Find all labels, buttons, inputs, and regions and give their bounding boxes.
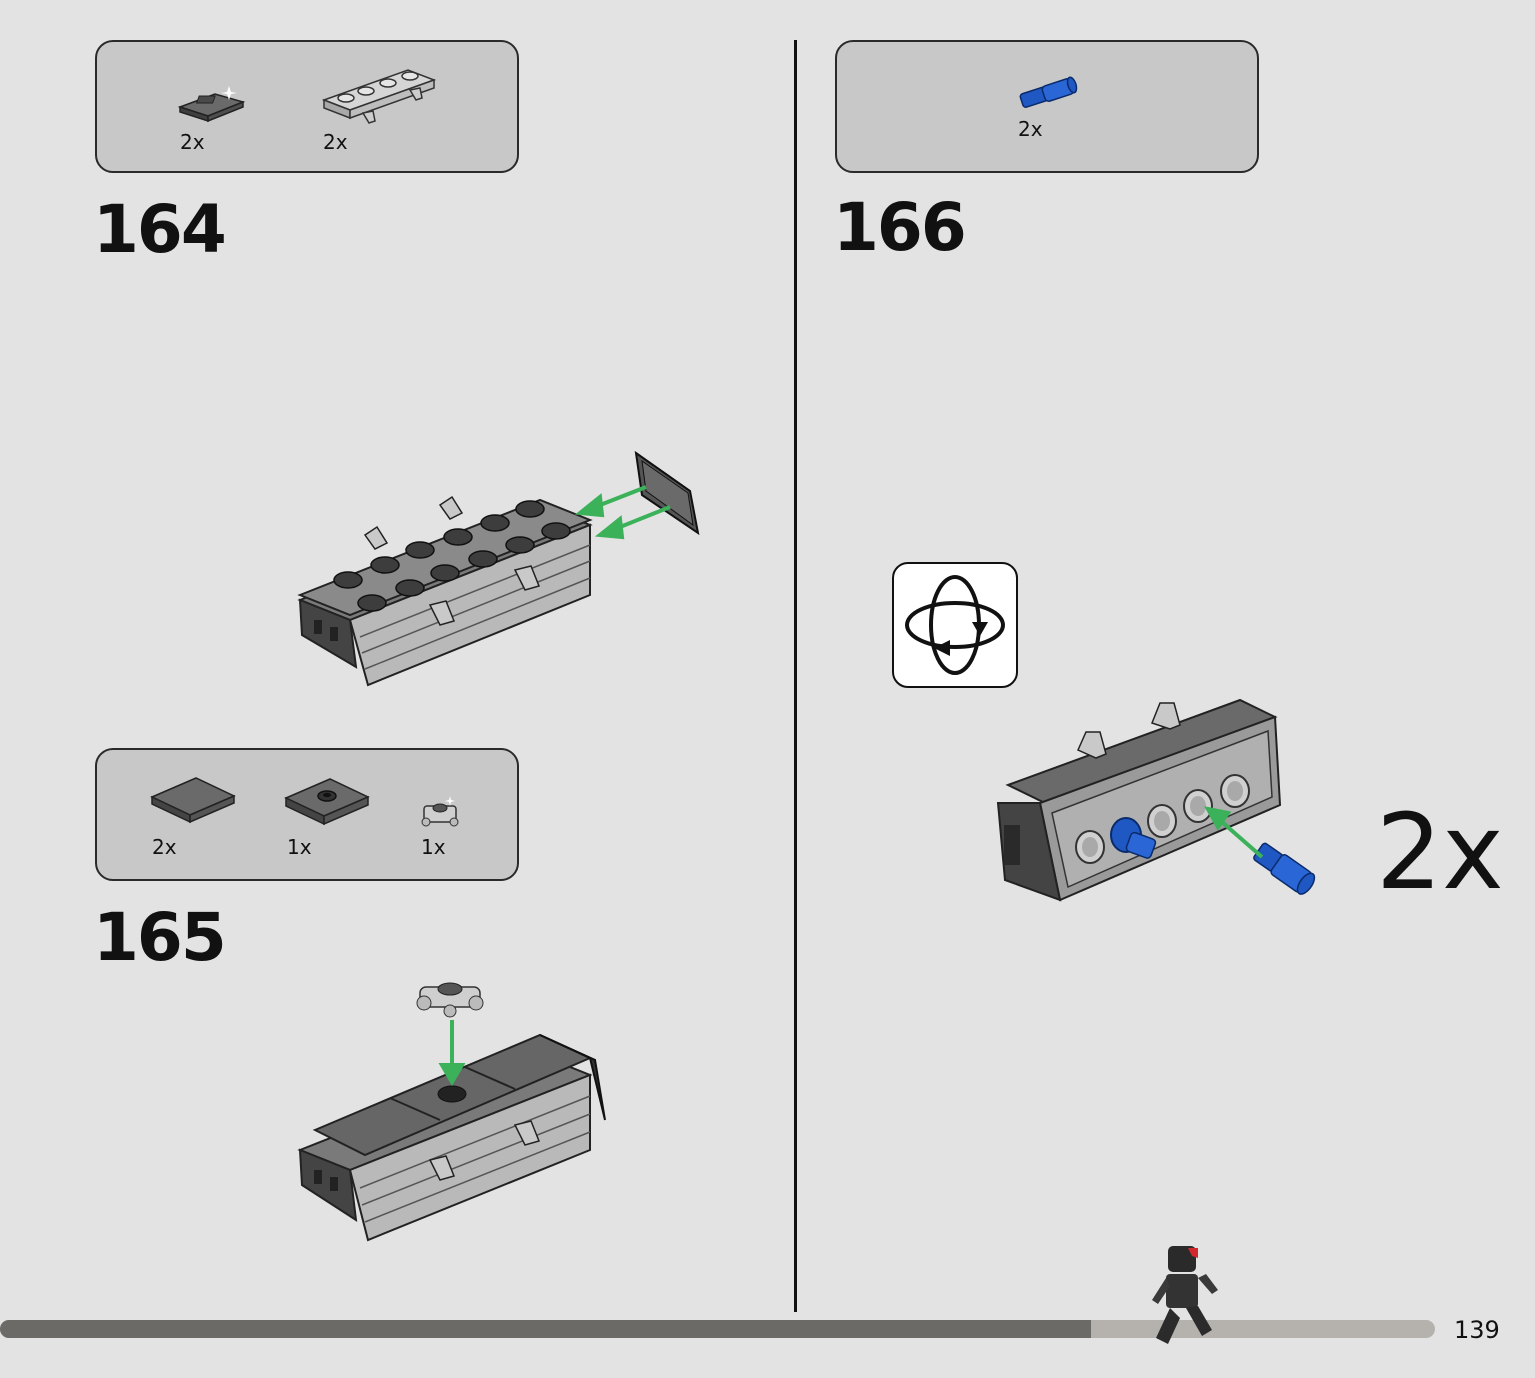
progress-bar-fill: [0, 1320, 1091, 1338]
part-qty: 2x: [152, 835, 177, 859]
minifigure-walker-icon: [1152, 1246, 1218, 1344]
assembly-step-166: [996, 698, 1316, 902]
parts-callout-164: [95, 40, 519, 173]
assembly-step-164: [297, 450, 700, 687]
step-number-164: 164: [93, 191, 227, 268]
part-qty: 1x: [287, 835, 312, 859]
part-qty: 2x: [180, 130, 205, 154]
step-number-166: 166: [833, 189, 967, 266]
dark-plate-2x2-with-stud-icon: [284, 778, 370, 826]
part-qty: 2x: [1018, 117, 1043, 141]
parts-callout-166: [835, 40, 1259, 173]
step-number-165: 165: [93, 899, 227, 976]
rotate-model-icon: [905, 575, 1005, 675]
part-qty: 1x: [421, 835, 446, 859]
part-qty: 2x: [323, 130, 348, 154]
blue-axle-pin-icon: [1019, 76, 1078, 108]
light-plate-with-clips-icon: [421, 796, 459, 827]
light-plate-with-clips-icon: [321, 69, 437, 124]
page-number: 139: [1454, 1316, 1500, 1344]
dark-tile-1x2-icon: [177, 86, 246, 123]
rotate-model-callout: [892, 562, 1018, 688]
page-divider: [794, 40, 797, 1312]
assembly-step-165: [297, 982, 606, 1242]
progress-bar: [0, 1320, 1435, 1338]
dark-tile-2x2-icon: [150, 777, 236, 824]
step-multiplier: 2x: [1376, 791, 1504, 913]
